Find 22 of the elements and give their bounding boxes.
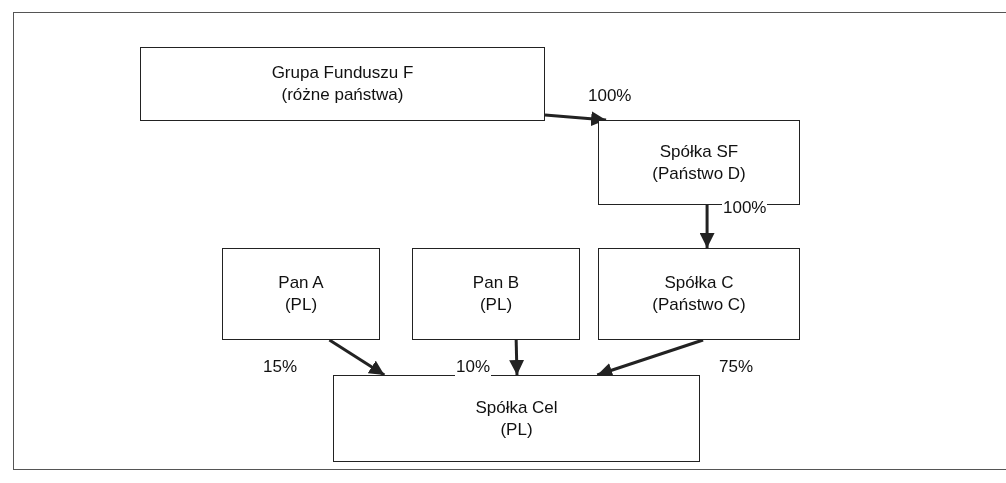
entity-name: Spółka C	[664, 272, 734, 294]
entity-box	[598, 248, 800, 340]
entity-name: Grupa Funduszu F	[271, 62, 414, 84]
entity-box	[333, 375, 700, 462]
entity-country: (PL)	[500, 418, 533, 441]
entity-country: (PL)	[479, 294, 513, 316]
entity-name: Spółka Cel	[475, 396, 558, 419]
entity-country: (Państwo D)	[652, 162, 746, 185]
arrow	[544, 111, 607, 127]
arrow	[509, 339, 525, 376]
entity-name: Pan A	[278, 272, 324, 294]
entity-box	[412, 248, 580, 340]
entity-box	[222, 248, 380, 340]
entity-name: Spółka SF	[659, 140, 739, 163]
entity-country: (Państwo C)	[652, 294, 746, 316]
entity-box	[140, 47, 545, 121]
arrow	[328, 338, 386, 377]
entity-country: (PL)	[284, 294, 318, 316]
share-percentage: 10%	[455, 357, 492, 377]
entity-name: Pan B	[472, 272, 520, 294]
entity-country: (różne państwa)	[281, 84, 404, 106]
arrow	[699, 205, 715, 248]
